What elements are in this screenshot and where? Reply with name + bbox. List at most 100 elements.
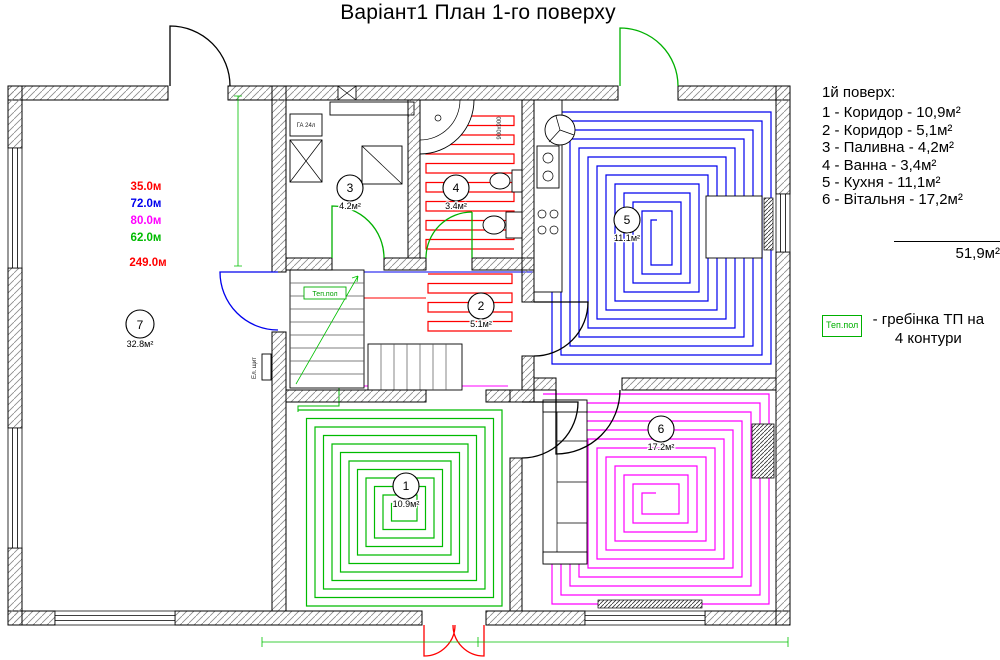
wall-segment xyxy=(7,85,23,149)
room-tag-3: 3 4.2м² xyxy=(336,174,364,212)
room-list-item: 5 - Кухня - 11,1м² xyxy=(822,174,941,192)
room-number: 7 xyxy=(137,318,144,332)
kitchen-table xyxy=(705,195,763,259)
room-number: 2 xyxy=(478,299,485,313)
wall-segment xyxy=(533,377,557,391)
dimension-lines xyxy=(234,95,789,647)
page-title: Варіант1 План 1-го поверху xyxy=(340,1,616,24)
room-tag-4: 4 3.4м² xyxy=(442,174,470,212)
window-bottom-2 xyxy=(584,610,706,626)
room-area: 11.1м² xyxy=(614,233,640,243)
radiator xyxy=(763,197,774,251)
wall-segment xyxy=(509,389,535,403)
room-area: 5.1м² xyxy=(470,319,492,329)
living-room-door xyxy=(555,389,621,455)
room-tag-7: 7 32.8м² xyxy=(125,309,155,350)
shelf xyxy=(329,101,415,116)
hall-door xyxy=(521,401,579,459)
walls xyxy=(7,85,791,626)
wall-segment xyxy=(7,267,23,429)
room-number: 1 xyxy=(403,479,410,493)
room-list-item: 6 - Вітальня - 17,2м² xyxy=(822,191,963,209)
stair-flight-lower xyxy=(367,343,463,391)
wall-segment xyxy=(775,85,791,195)
loop-length-total: 249.0м xyxy=(129,257,166,269)
wall-segment xyxy=(7,547,23,626)
buffer-tank xyxy=(289,113,323,137)
boiler-room-door xyxy=(331,205,385,259)
shower-size-label: 900х900 xyxy=(497,116,503,140)
doors xyxy=(169,25,679,657)
wall-segment xyxy=(677,85,791,101)
wall-segment xyxy=(174,610,423,626)
manifold-legend: Теп.пол - гребінка ТП на 4 контури xyxy=(822,310,1000,348)
kitchen-door xyxy=(533,301,589,357)
stove-hob xyxy=(537,209,559,235)
room-area: 17.2м² xyxy=(648,442,675,452)
bathroom-door xyxy=(425,211,473,259)
loop-length-4: 62.0м xyxy=(131,232,162,244)
terrace-door xyxy=(619,27,679,87)
wall-segment xyxy=(521,355,535,391)
wall-segment xyxy=(775,251,791,626)
wall-segment xyxy=(485,389,511,403)
electrical-panel xyxy=(261,353,272,381)
entrance-door xyxy=(423,624,485,657)
room-tag-5: 5 11.1м² xyxy=(613,206,641,244)
total-area: 51,9м² xyxy=(894,240,1000,262)
wall-segment xyxy=(521,99,535,303)
wall-segment xyxy=(407,99,421,259)
wall-segment xyxy=(509,457,523,612)
boiler xyxy=(289,139,323,183)
fireplace xyxy=(751,423,775,479)
wall-segment xyxy=(383,257,427,271)
window-bottom-1 xyxy=(54,610,176,626)
room-area: 4.2м² xyxy=(339,201,361,211)
total-area-wrap: 51,9м² xyxy=(822,240,1000,262)
electrical-label: Ел. щит xyxy=(252,357,258,379)
room-list-item: 1 - Коридор - 10,9м² xyxy=(822,104,961,122)
window-right-1 xyxy=(775,193,791,253)
wall-segment xyxy=(285,257,333,271)
fan-icon xyxy=(544,114,576,146)
wall-segment xyxy=(271,331,287,612)
chimney xyxy=(337,85,357,101)
room-number: 4 xyxy=(453,181,460,195)
toilet xyxy=(482,211,523,239)
plan-labels: 35.0м 72.0м 80.0м 62.0м 249.0м 1 10.9м² … xyxy=(125,116,675,510)
wall-segment xyxy=(271,85,287,273)
manifold-label: Теп.пол xyxy=(312,291,337,298)
panel-heading: 1й поверх: xyxy=(822,84,896,101)
window-left-1 xyxy=(7,147,23,269)
room-tag-1: 1 10.9м² xyxy=(391,472,421,510)
windows xyxy=(7,147,791,626)
heating-pipe xyxy=(298,409,503,607)
room-tag-2: 2 5.1м² xyxy=(467,292,495,330)
loop-length-2: 72.0м xyxy=(131,198,162,210)
sofa xyxy=(542,399,588,565)
loop-length-1: 35.0м xyxy=(131,181,162,193)
room-number: 6 xyxy=(658,422,665,436)
heating-pipe xyxy=(543,111,772,365)
room-list-item: 3 - Паливна - 4,2м² xyxy=(822,139,955,157)
room-number: 3 xyxy=(347,181,354,195)
room-area: 10.9м² xyxy=(393,499,420,509)
manifold-tag: Теп.пол xyxy=(303,286,347,300)
washing-machine xyxy=(361,145,403,185)
loop-length-3: 80.0м xyxy=(131,215,162,227)
window-left-2 xyxy=(7,427,23,549)
shower xyxy=(419,99,475,155)
wall-segment xyxy=(227,85,619,101)
summary-panel: 1й поверх: 1 - Коридор - 10,9м² 2 - Кори… xyxy=(822,84,1000,348)
room-area: 3.4м² xyxy=(445,201,467,211)
wall-segment xyxy=(285,389,427,403)
room-list-item: 2 - Коридор - 5,1м² xyxy=(822,121,953,139)
garage-door xyxy=(169,25,231,87)
room7-door xyxy=(219,271,279,331)
manifold-legend-text: - гребінка ТП на 4 контури xyxy=(872,311,985,348)
manifold-badge: Теп.пол xyxy=(822,315,863,337)
radiator xyxy=(597,599,703,609)
wall-segment xyxy=(621,377,777,391)
